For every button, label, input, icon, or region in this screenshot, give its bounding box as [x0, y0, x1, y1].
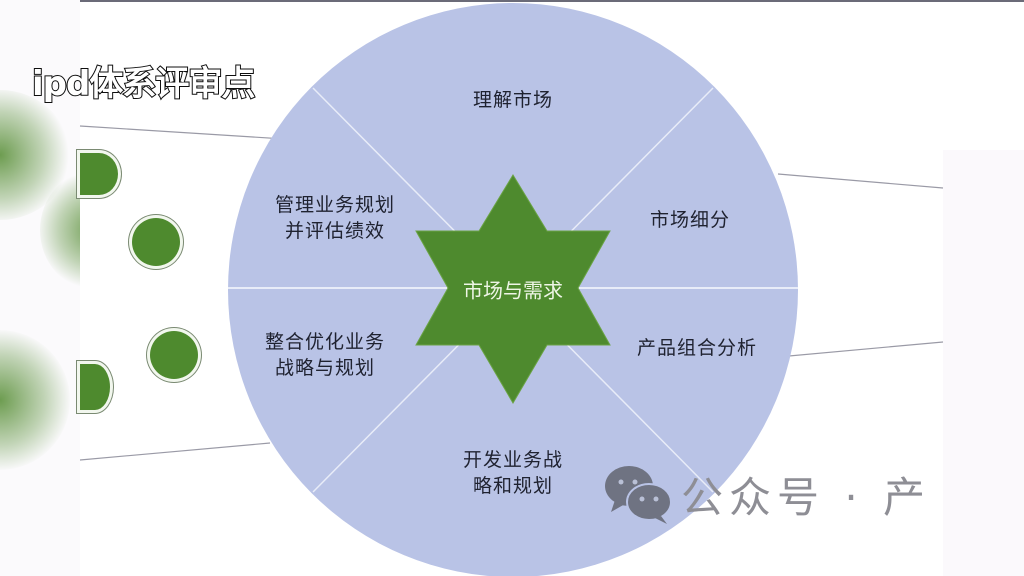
segment-label-lower-left: 整合优化业务 战略与规划: [264, 331, 386, 379]
video-title-overlay: ipd体系评审点: [31, 63, 256, 105]
green-dot: [132, 218, 180, 266]
center-label: 市场与需求: [463, 278, 563, 303]
segment-label-top: 理解市场: [472, 89, 554, 111]
green-dot: [80, 153, 118, 195]
watermark: 公众号 · 产: [603, 462, 931, 526]
segment-label-upper-right: 市场细分: [649, 209, 731, 231]
segment-label-upper-left: 管理业务规划 并评估绩效: [274, 194, 396, 242]
center-star: [415, 174, 611, 404]
connector-line-top-left: [79, 125, 301, 141]
green-dot: [80, 364, 110, 410]
blurred-background-right: [943, 150, 1024, 576]
green-dot: [150, 331, 198, 379]
video-top-border: [0, 0, 1024, 2]
segment-label-bottom: 开发业务战 略和规划: [462, 449, 564, 497]
connector-line-bottom-right: [777, 341, 944, 358]
connector-line-bottom-left: [79, 442, 271, 461]
watermark-text: 公众号 · 产: [681, 472, 932, 522]
wechat-icon: [603, 462, 675, 526]
segment-label-lower-right: 产品组合分析: [636, 337, 758, 359]
blurred-background-left: [0, 0, 80, 576]
connector-line-top-right: [777, 173, 944, 189]
